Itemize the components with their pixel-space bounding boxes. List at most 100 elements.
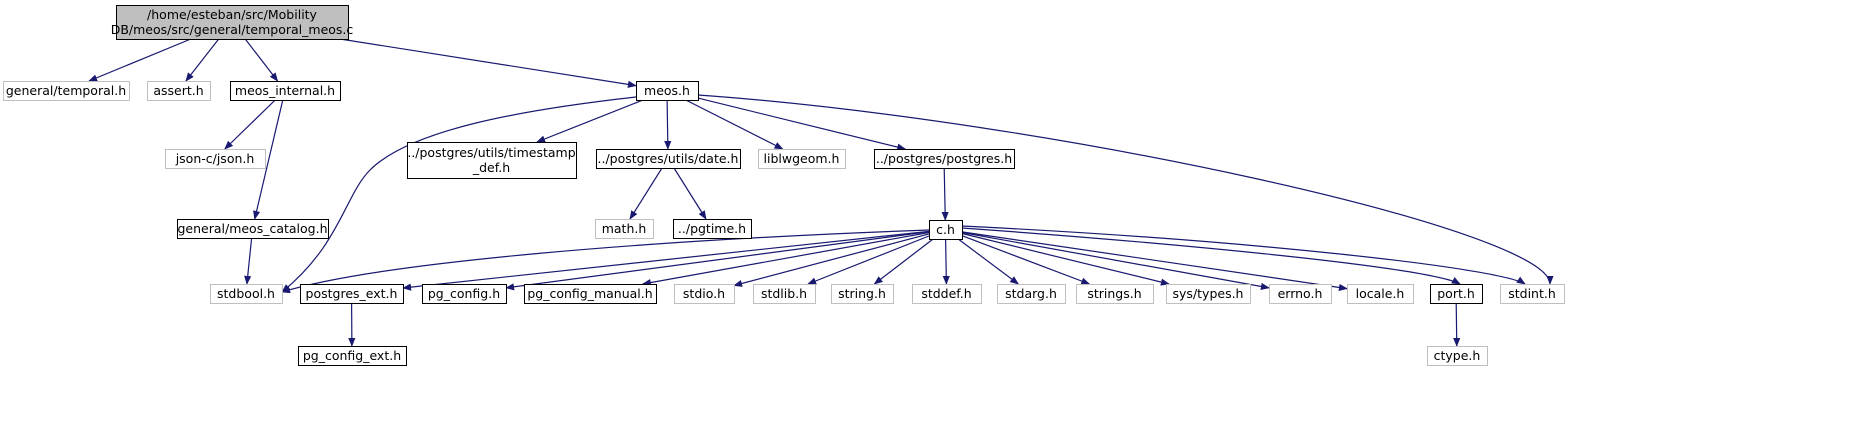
node-box <box>1347 284 1414 304</box>
edge-date_h-to-math_h <box>629 167 663 220</box>
node-label: stdarg.h <box>1005 286 1057 301</box>
node-stdbool-h: stdbool.h <box>210 284 283 304</box>
node-string-h: string.h <box>831 284 894 304</box>
edge-c_h-to-stdlib_h <box>807 235 930 285</box>
node-box <box>1269 284 1332 304</box>
edge-postgres_h-to-c_h <box>941 167 949 221</box>
node-label: sys/types.h <box>1173 286 1244 301</box>
node-stdlib-h: stdlib.h <box>753 284 816 304</box>
node-stddef-h: stddef.h <box>912 284 982 304</box>
edge-meos_h-to-liblwgeom_h <box>685 99 784 150</box>
node-errno-h: errno.h <box>1269 284 1332 304</box>
node-box <box>300 284 404 304</box>
node-box <box>595 219 654 239</box>
edge-c_h-to-stdarg_h <box>957 238 1020 285</box>
node-box <box>596 149 741 169</box>
node-box <box>1076 284 1154 304</box>
node-box <box>524 284 657 304</box>
edge-c_h-to-pg_config_h <box>505 231 930 291</box>
node-label: liblwgeom.h <box>764 151 840 166</box>
node-box <box>912 284 982 304</box>
node-label: ../pgtime.h <box>678 221 746 236</box>
edge-root-to-general_temporal_h <box>88 38 192 82</box>
node-box <box>147 81 211 101</box>
node-locale-h: locale.h <box>1347 284 1414 304</box>
edge-c_h-to-errno_h <box>961 231 1270 291</box>
node-label: math.h <box>602 221 647 236</box>
node-json-h: json-c/json.h <box>165 149 266 169</box>
node-label: ../postgres/utils/timestamp <box>407 145 575 160</box>
node-label: locale.h <box>1356 286 1405 301</box>
node-label: errno.h <box>1278 286 1323 301</box>
node-label: stdint.h <box>1508 286 1556 301</box>
node-label: meos.h <box>644 83 690 98</box>
node-label: postgres_ext.h <box>306 286 398 301</box>
node-ctype-h: ctype.h <box>1427 346 1488 366</box>
node-label: ../postgres/postgres.h <box>876 151 1012 166</box>
edge-root-to-meos_h <box>339 38 637 88</box>
node-box <box>298 346 407 366</box>
node-box <box>1430 284 1483 304</box>
node-stdio-h: stdio.h <box>674 284 735 304</box>
edge-c_h-to-stdio_h <box>733 233 930 287</box>
edge-meos_h-to-timestamp_def_h <box>536 99 644 143</box>
node-box <box>753 284 816 304</box>
edge-c_h-to-strings_h <box>961 235 1091 285</box>
node-box <box>210 284 283 304</box>
node-label: general/temporal.h <box>6 83 126 98</box>
node-label: meos_internal.h <box>235 83 335 98</box>
node-math-h: math.h <box>595 219 654 239</box>
node-c-h[interactable]: c.h <box>929 220 963 240</box>
node-pg-config-manual-h[interactable]: pg_config_manual.h <box>524 284 657 304</box>
edge-c_h-to-stdbool_h <box>281 229 930 294</box>
node-box <box>758 149 846 169</box>
node-port-h[interactable]: port.h <box>1430 284 1483 304</box>
node-label: stdbool.h <box>217 286 275 301</box>
edge-c_h-to-locale_h <box>961 231 1348 291</box>
node-label: pg_config.h <box>428 286 500 301</box>
node-box <box>177 219 329 239</box>
node-meos-h[interactable]: meos.h <box>636 81 699 101</box>
node-label: DB/meos/src/general/temporal_meos.c <box>111 22 354 37</box>
edge-c_h-to-port_h <box>961 227 1461 285</box>
edge-c_h-to-stddef_h <box>942 238 950 285</box>
edge-meos_catalog_h-to-stdbool_h <box>244 237 253 285</box>
edge-date_h-to-pgtime_h <box>673 167 707 220</box>
node-strings-h: strings.h <box>1076 284 1154 304</box>
node-pgtime-h[interactable]: ../pgtime.h <box>673 219 752 239</box>
node-meos-internal-h[interactable]: meos_internal.h <box>230 81 341 101</box>
edge-meos_h-to-postgres_h <box>697 97 907 151</box>
node-layer: /home/esteban/src/MobilityDB/meos/src/ge… <box>3 5 1565 366</box>
node-postgres-h[interactable]: ../postgres/postgres.h <box>874 149 1015 169</box>
node-timestamp-def-h[interactable]: ../postgres/utils/timestamp_def.h <box>407 142 577 179</box>
node-sys-types-h: sys/types.h <box>1166 284 1251 304</box>
node-box <box>422 284 507 304</box>
node-general-temporal-h: general/temporal.h <box>3 81 130 101</box>
node-box <box>1166 284 1251 304</box>
node-stdarg-h: stdarg.h <box>997 284 1066 304</box>
node-root[interactable]: /home/esteban/src/MobilityDB/meos/src/ge… <box>111 5 354 40</box>
node-box <box>407 142 577 179</box>
node-meos-catalog-h[interactable]: general/meos_catalog.h <box>177 219 329 239</box>
node-box <box>230 81 341 101</box>
node-box <box>1500 284 1565 304</box>
node-postgres-ext-h[interactable]: postgres_ext.h <box>300 284 404 304</box>
edge-c_h-to-pg_config_manual_h <box>641 231 930 287</box>
node-pg-config-ext-h[interactable]: pg_config_ext.h <box>298 346 407 366</box>
edge-c_h-to-string_h <box>873 238 934 285</box>
node-date-h[interactable]: ../postgres/utils/date.h <box>596 149 741 169</box>
edge-root-to-assert_h <box>185 38 220 82</box>
edge-layer <box>88 38 1554 347</box>
node-pg-config-h[interactable]: pg_config.h <box>422 284 507 304</box>
node-label: ctype.h <box>1434 348 1481 363</box>
node-box <box>116 5 349 40</box>
node-label: /home/esteban/src/Mobility <box>147 7 318 22</box>
node-box <box>636 81 699 101</box>
edge-meos_h-to-stdbool_h <box>281 96 637 293</box>
node-box <box>673 219 752 239</box>
node-label: stddef.h <box>921 286 971 301</box>
node-box <box>165 149 266 169</box>
node-label: string.h <box>838 286 886 301</box>
node-box <box>1427 346 1488 366</box>
